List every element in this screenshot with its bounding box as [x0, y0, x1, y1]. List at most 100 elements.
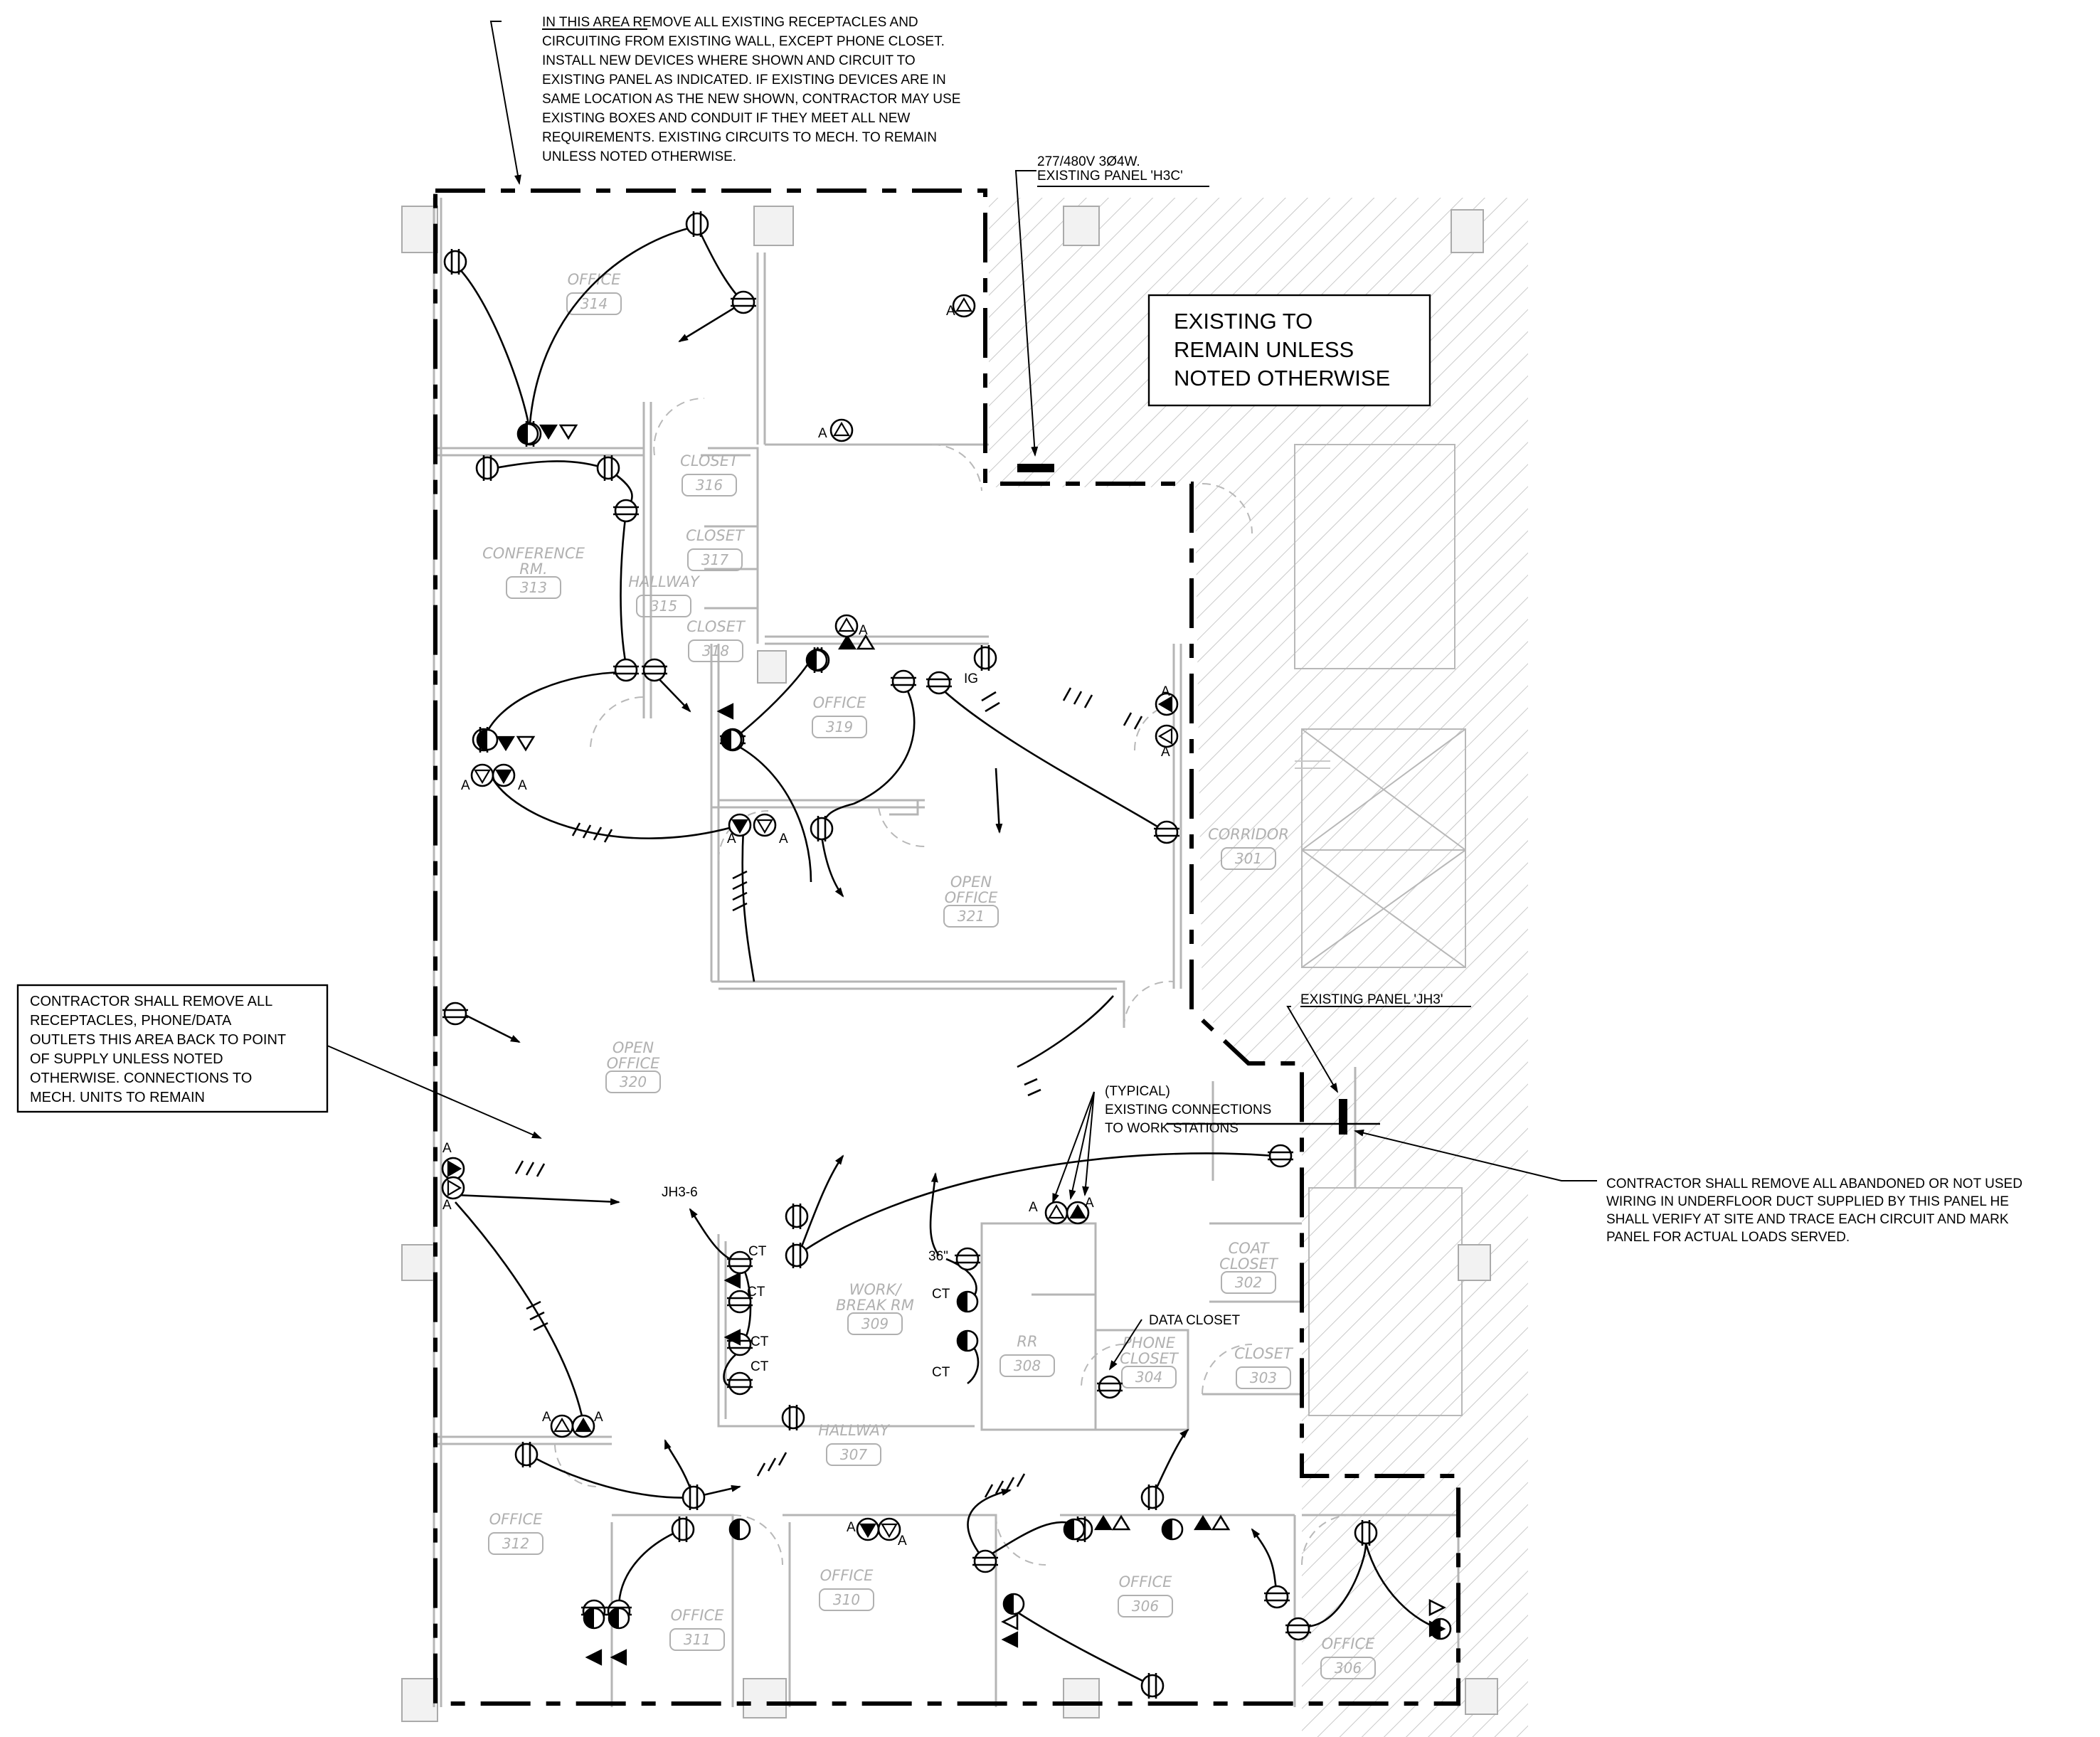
receptacle-devices — [442, 211, 1452, 1699]
floor-box-icon — [571, 1414, 595, 1438]
room-number-tag — [1221, 1271, 1276, 1294]
circuit-tag: A — [594, 1410, 603, 1425]
leader-lines — [327, 21, 1597, 1371]
room-name: OFFICE — [671, 1607, 725, 1624]
floor-box-icon — [1044, 1201, 1068, 1225]
half-filled-receptacle-icon — [956, 1329, 979, 1352]
room-number-tag — [566, 292, 622, 315]
half-filled-receptacle-icon — [728, 1518, 751, 1541]
demolition-boundary — [433, 188, 1460, 1706]
ct-tag: CT — [932, 1287, 950, 1302]
receptacle-icon — [955, 1247, 980, 1271]
room-name: CLOSET — [686, 618, 746, 635]
top-area-note: IN THIS AREA REMOVE ALL EXISTING RECEPTA… — [542, 15, 960, 164]
floor-box-icon — [1155, 692, 1179, 716]
room-number-tag — [847, 1312, 903, 1335]
receptacle-icon — [1154, 820, 1179, 844]
receptacle-icon — [682, 1484, 706, 1510]
ct-tag: CT — [748, 1244, 767, 1259]
floor-box-icon — [834, 614, 859, 638]
floor-box-icon — [492, 763, 516, 787]
note-line: (TYPICAL) — [1105, 1084, 1170, 1099]
note-line: REMAIN UNLESS — [1174, 337, 1354, 362]
room-number: 302 — [1235, 1274, 1262, 1291]
receptacle-icon — [514, 1442, 539, 1467]
room-number-tag — [488, 1532, 543, 1555]
room-name: OFFICE — [813, 694, 867, 711]
floor-boxes — [441, 294, 1179, 1541]
room-number-tag — [682, 474, 737, 496]
room-number: 308 — [1014, 1357, 1041, 1374]
half-filled-receptacle-icon — [516, 423, 539, 445]
room-name: RR — [1017, 1333, 1037, 1350]
circuit-tag: A — [847, 1520, 856, 1535]
interior-walls — [433, 198, 1460, 1707]
floor-box-icon — [877, 1517, 901, 1541]
ct-tag: CT — [747, 1285, 765, 1300]
receptacle-icon — [1268, 1144, 1293, 1168]
room-number-tag — [1118, 1595, 1173, 1618]
note-line: EXISTING BOXES AND CONDUIT IF THEY MEET … — [542, 111, 910, 126]
receptacle-icon — [973, 645, 997, 671]
note-line: OTHERWISE. CONNECTIONS TO — [30, 1071, 252, 1086]
room-number: 320 — [620, 1073, 647, 1090]
panel-jh3 — [1339, 1099, 1347, 1135]
room-number: 314 — [580, 295, 608, 312]
ig-label: IG — [964, 671, 978, 686]
room-number: 301 — [1235, 850, 1262, 867]
room-name: OFFICE — [1119, 1573, 1173, 1590]
note-line: IN THIS AREA REMOVE ALL EXISTING RECEPTA… — [542, 15, 918, 30]
receptacle-icon — [475, 455, 499, 481]
floor-box-icon — [550, 1414, 574, 1438]
room-number: 304 — [1135, 1369, 1162, 1386]
room-number-tag — [943, 905, 999, 928]
room-number: 318 — [702, 642, 729, 659]
receptacle-icon — [972, 1549, 998, 1573]
circuit-tag: A — [442, 1141, 452, 1156]
existing-note-box — [1147, 294, 1431, 407]
half-filled-receptacle-icon — [805, 649, 828, 671]
circuit-tag: A — [727, 832, 736, 846]
room-number: 316 — [696, 477, 723, 494]
data-closet-label: DATA CLOSET — [1149, 1313, 1240, 1328]
floor-box-icon — [728, 813, 752, 837]
floor-box-icon — [952, 294, 976, 318]
stair-mid — [1301, 728, 1466, 968]
room-label: OFFICE 311 — [669, 1607, 725, 1651]
floor-box-icon — [1155, 724, 1179, 748]
room-number: 306 — [1132, 1598, 1159, 1615]
receptacle-icon — [1097, 1375, 1123, 1399]
receptacle-icon — [642, 658, 667, 682]
half-filled-receptacle-icon — [1161, 1518, 1184, 1541]
half-filled-receptacle-icon — [476, 728, 499, 751]
note-line: SAME LOCATION AS THE NEW SHOWN, CONTRACT… — [542, 92, 960, 107]
room-name: WORK/BREAK RM — [836, 1281, 914, 1314]
room-number: 311 — [684, 1631, 711, 1648]
receptacle-icon — [781, 1405, 805, 1430]
note-line: TO WORK STATIONS — [1105, 1121, 1239, 1136]
note-line: REQUIREMENTS. EXISTING CIRCUITS TO MECH.… — [542, 130, 937, 145]
columns — [401, 206, 1498, 1722]
room-number: 312 — [502, 1535, 529, 1552]
room-number-tag — [1121, 1366, 1177, 1388]
receptacle-icon — [685, 211, 709, 237]
room-number: 307 — [840, 1446, 867, 1463]
room-number-tag — [1236, 1366, 1291, 1389]
half-filled-receptacle-icon — [1002, 1593, 1025, 1615]
note-line: UNLESS NOTED OTHERWISE. — [542, 149, 736, 164]
note-line: 277/480V 3Ø4W. — [1037, 154, 1140, 169]
